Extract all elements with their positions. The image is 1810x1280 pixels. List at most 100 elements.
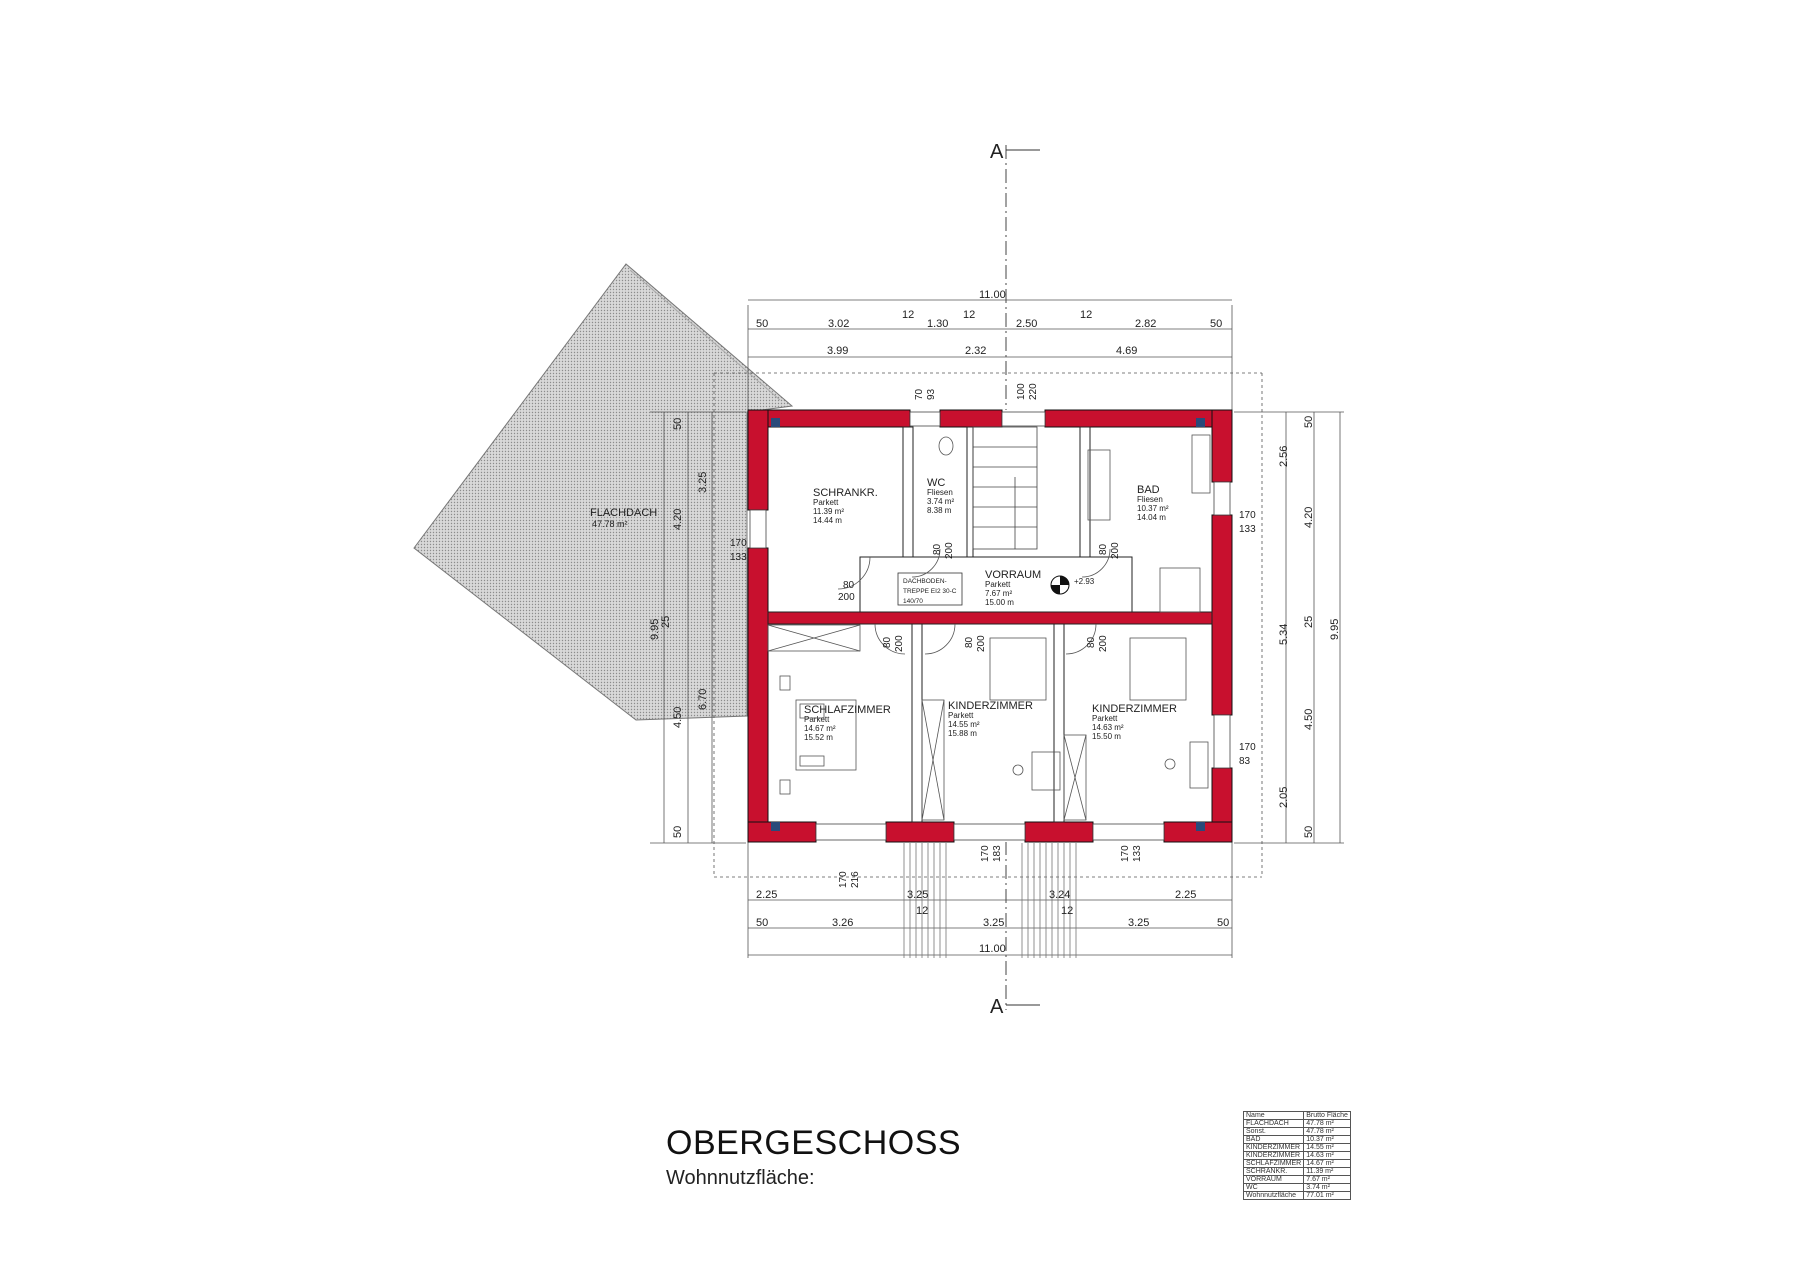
kinderzimmer2-name: KINDERZIMMER [1092,703,1177,715]
legend-header-name: Name [1242,1111,1305,1120]
dim-top-8: 2.82 [1135,318,1156,330]
legend-header-area: Brutto Fläche [1303,1111,1351,1120]
svg-text:200: 200 [976,635,987,652]
vorraum-perimeter: 15.00 m [985,598,1014,607]
kinderzimmer1-area: 14.55 m² [948,720,980,729]
svg-text:50: 50 [1303,416,1315,428]
kinderzimmer2-area: 14.63 m² [1092,723,1124,732]
svg-text:80: 80 [964,636,975,648]
svg-text:9.95: 9.95 [1329,619,1341,640]
section-arrows [1006,149,1040,1006]
section-mark-bottom: A [990,996,1004,1018]
svg-text:3.25: 3.25 [697,472,709,493]
dimension-lines [650,299,1344,958]
wc-perimeter: 8.38 m [927,506,952,515]
dim-bot-12b: 12 [1061,905,1073,917]
dim-bot2-1: 50 [756,917,768,929]
window-bad-w: 170 [1239,510,1256,521]
door-kind1-label: 80 200 [964,635,987,652]
svg-text:100: 100 [1016,383,1027,400]
svg-text:133: 133 [1132,845,1143,862]
dim-bot2-2: 3.26 [832,917,853,929]
windows [749,411,1231,841]
dim-top2-2: 2.32 [965,345,986,357]
schlafzimmer-floor: Parkett [804,715,830,724]
window-schrank-h: 133 [730,552,747,563]
window-bot-kind2-label: 170 133 [1120,845,1143,862]
schrankr-floor: Parkett [813,498,839,507]
legend-cell: SCHLAFZIMMER [1242,1159,1305,1168]
door-swings [837,548,1111,655]
svg-text:80: 80 [932,543,943,555]
vorraum-name: VORRAUM [985,569,1041,581]
furniture [779,434,1211,795]
schrankr-perimeter: 14.44 m [813,516,842,525]
flachdach-name: FLACHDACH [590,507,657,519]
legend-cell: 11.39 m² [1303,1167,1351,1176]
svg-text:70: 70 [914,388,925,400]
svg-text:200: 200 [1110,542,1121,559]
legend-cell: 14.67 m² [1303,1159,1351,1168]
dim-top-1: 50 [756,318,768,330]
level-marker [1050,575,1070,595]
svg-text:6.70: 6.70 [697,689,709,710]
svg-text:2.56: 2.56 [1278,446,1290,467]
dim-bot-12a: 12 [916,905,928,917]
svg-text:50: 50 [672,826,684,838]
svg-text:170: 170 [1120,845,1131,862]
bad-perimeter: 14.04 m [1137,513,1166,522]
page-subtitle: Wohnnutzfläche: [666,1167,815,1189]
flachdach-area [413,263,794,721]
svg-text:80: 80 [1086,636,1097,648]
legend-cell: WC [1242,1183,1305,1192]
svg-text:2.05: 2.05 [1278,787,1290,808]
svg-text:4.20: 4.20 [672,509,684,530]
flachdach-area-label: 47.78 m² [592,519,628,529]
svg-text:4.20: 4.20 [1303,507,1315,528]
svg-text:4.50: 4.50 [672,707,684,728]
schlafzimmer-area: 14.67 m² [804,724,836,733]
legend-row: SCHRANKR.11.39 m² [1242,1167,1351,1176]
dim-top-7: 12 [1080,309,1092,321]
dim-top-9: 50 [1210,318,1222,330]
kinderzimmer2-floor: Parkett [1092,714,1118,723]
dim-top-3: 12 [902,309,914,321]
dim-top-total: 11.00 [979,289,1006,301]
kinderzimmer2-perimeter: 15.50 m [1092,732,1121,741]
legend-cell: 47.78 m² [1303,1127,1351,1136]
dim-left-labels: 50 3.25 4.20 25 4.50 6.70 50 9.95 [649,418,709,838]
svg-text:80: 80 [1098,543,1109,555]
legend-cell: 10.37 m² [1303,1135,1351,1144]
svg-text:216: 216 [850,871,861,888]
schrankr-area: 11.39 m² [813,507,844,516]
legend-cell: 77.01 m² [1303,1191,1351,1200]
dim-bot-1: 2.25 [756,889,777,901]
bad-area: 10.37 m² [1137,504,1169,513]
stair-label-1: DACHBODEN- [903,578,947,585]
wc-area: 3.74 m² [927,497,954,506]
wardrobes [767,449,1111,821]
window-kind2-w: 170 [1239,742,1256,753]
legend-header-row: Name Brutto Fläche [1242,1111,1351,1120]
window-bot-kind1-label: 170 183 [980,845,1003,862]
door-kind2-label: 80 200 [1086,635,1109,652]
svg-text:200: 200 [894,635,905,652]
staircase [972,426,1038,550]
stair-box [897,572,963,606]
flachdach-edge [629,269,781,401]
bad-name: BAD [1137,484,1160,496]
legend-cell: 14.63 m² [1303,1151,1351,1160]
schrankr-name: SCHRANKR. [813,487,878,499]
dim-top2-3: 4.69 [1116,345,1137,357]
dim-top-5: 12 [963,309,975,321]
svg-text:170: 170 [980,845,991,862]
svg-text:183: 183 [992,845,1003,862]
wc-floor: Fliesen [927,488,953,497]
kinderzimmer1-name: KINDERZIMMER [948,700,1033,712]
dim-bot-4: 3.24 [1049,889,1070,901]
window-bot-schlaf-label: 170 216 [838,871,861,888]
interior-walls [767,426,1213,823]
dim-right-labels: 50 2.56 4.20 25 5.34 4.50 2.05 50 9.95 [1278,416,1341,838]
